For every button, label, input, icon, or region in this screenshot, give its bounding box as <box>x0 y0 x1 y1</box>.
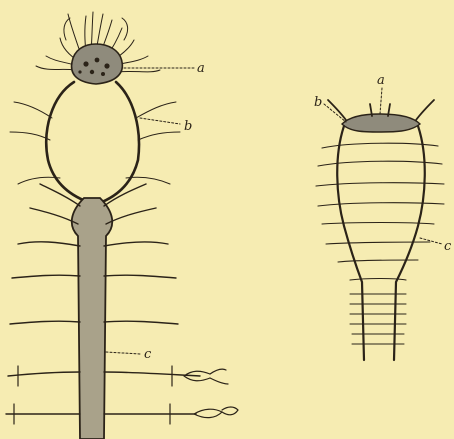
left-label-c: c <box>144 347 152 362</box>
ring-nerves <box>10 102 180 184</box>
nerve-ring <box>46 82 139 202</box>
head-ganglion <box>72 44 123 84</box>
left-label-a: a <box>197 61 205 76</box>
left-label-b: b <box>184 119 192 134</box>
right-head-ganglion <box>342 114 420 132</box>
left-nervous-system-figure <box>6 12 238 439</box>
peripheral-ganglia <box>14 366 238 424</box>
right-label-b: b <box>314 95 322 110</box>
ventral-nerve-cord <box>72 198 113 439</box>
right-nervous-system-figure <box>316 88 444 360</box>
right-label-a: a <box>377 73 385 88</box>
right-label-c: c <box>444 239 452 254</box>
